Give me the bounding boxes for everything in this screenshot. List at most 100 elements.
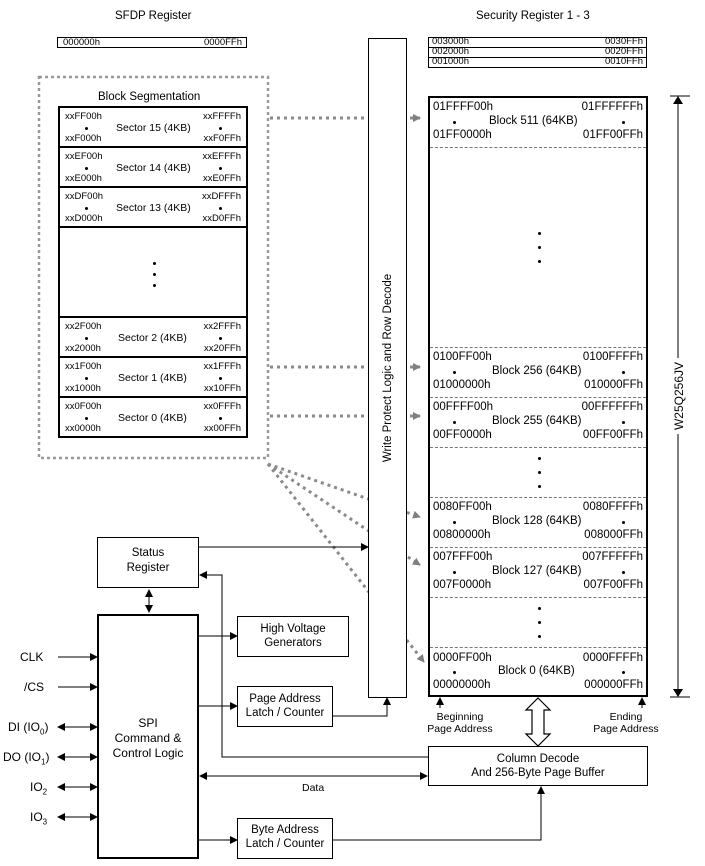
security-row: 001000h 0010FFh [429, 56, 646, 68]
hv-label-line1: High Voltage [260, 623, 326, 635]
dot [622, 421, 625, 424]
dot [219, 207, 222, 210]
sector-end-top: xxDFFFh [201, 191, 241, 202]
sfdp-start: 000000h [63, 37, 100, 48]
beginning-label-line2: Page Address [427, 723, 493, 735]
spi-label-line3: Control Logic [112, 746, 184, 760]
sector-name: Sector 15 (4KB) [116, 122, 191, 134]
sfdp-register: 000000h 0000FFh [57, 37, 247, 48]
status-label-line1: Status [131, 547, 165, 559]
dot [153, 262, 156, 265]
chip-label: W25Q256JV [672, 357, 686, 435]
dot [622, 571, 625, 574]
status-register: Status Register [97, 537, 199, 588]
pin-do-io1: DO (IO1) [3, 750, 49, 766]
dot [453, 571, 456, 574]
block-segmentation-title: Block Segmentation [98, 91, 201, 103]
block-end-top: 0100FFFFh [582, 351, 643, 363]
memory-buffer-double-arrow [524, 697, 552, 747]
dot [453, 121, 456, 124]
hv-label-line2: Generators [264, 637, 322, 649]
write-protect-label: Write Protect Logic and Row Decode [381, 273, 394, 463]
security-end: 0010FFh [604, 56, 643, 67]
sector-start-bottom: xx2000h [65, 343, 101, 354]
memory-array: 01FFFF00h 01FFFFFFh Block 511 (64KB) 01F… [428, 96, 648, 697]
block-end-top: 0000FFFFh [582, 652, 643, 664]
block-start-bottom: 00FF0000h [433, 429, 492, 441]
ending-label-line2: Page Address [593, 723, 659, 735]
sector-end-bottom: xxE0FFh [202, 173, 241, 184]
sector-start-bottom: xx0000h [65, 423, 101, 434]
dot [538, 246, 541, 249]
col-decode-label-line1: Column Decode [496, 753, 580, 765]
sector-end-top: xx1FFFh [203, 361, 241, 372]
sector-name: Sector 2 (4KB) [118, 332, 187, 344]
security-start: 003000h [432, 36, 469, 47]
block-gap [430, 598, 646, 648]
block-start-top: 0100FF00h [433, 351, 492, 363]
pin-name: DO (IO [3, 750, 41, 764]
sector-end-bottom: xx00FFh [204, 423, 241, 434]
ending-label-line1: Ending [609, 711, 643, 723]
sector-row: xx0F00h xx0FFFh Sector 0 (4KB) xx0000h x… [60, 398, 246, 438]
block-segmentation-outline [37, 75, 270, 460]
block-row: 00FFFF00h 00FFFFFFh Block 255 (64KB) 00F… [430, 398, 646, 448]
block-start-bottom: 01000000h [433, 379, 491, 391]
sector-row: xxDF00h xxDFFFh Sector 13 (4KB) xxD000h … [60, 188, 246, 228]
col-decode-label-line2: And 256-Byte Page Buffer [471, 767, 605, 779]
byte-address-latch: Byte Address Latch / Counter [237, 818, 333, 859]
sector-end-top: xx2FFFh [203, 321, 241, 332]
sector-row: xxEF00h xxEFFFh Sector 14 (4KB) xxE000h … [60, 148, 246, 188]
sector-row: xxFF00h xxFFFFh Sector 15 (4KB) xxF000h … [60, 108, 246, 148]
block-name: Block 128 (64KB) [492, 515, 582, 527]
block-end-top: 0080FFFFh [582, 501, 643, 513]
block-end-bottom: 010000FFh [584, 379, 643, 391]
pin-subscript: 0 [40, 727, 45, 737]
beginning-page-address: Beginning Page Address [420, 711, 500, 735]
sector-start-bottom: xxE000h [65, 173, 102, 184]
block-row: 0080FF00h 0080FFFFh Block 128 (64KB) 008… [430, 498, 646, 548]
dot [538, 621, 541, 624]
write-protect-logic: Write Protect Logic and Row Decode [368, 38, 407, 698]
security-start: 001000h [432, 56, 469, 67]
block-start-bottom: 00800000h [433, 529, 491, 541]
sector-start-bottom: xxF000h [65, 133, 102, 144]
block-name: Block 256 (64KB) [492, 365, 582, 377]
sector-name: Sector 0 (4KB) [118, 412, 187, 424]
dot [538, 471, 541, 474]
block-end-top: 007FFFFFh [582, 551, 643, 563]
byte-addr-label-line2: Latch / Counter [245, 838, 325, 850]
ending-page-address: Ending Page Address [586, 711, 666, 735]
pin-subscript: 2 [42, 787, 48, 797]
sector-end-top: xxEFFFh [202, 151, 241, 162]
block-name: Block 127 (64KB) [492, 565, 582, 577]
high-voltage-generators: High Voltage Generators [237, 616, 349, 657]
block-start-top: 0000FF00h [433, 652, 492, 664]
sector-end-top: xxFFFFh [203, 111, 241, 122]
block-gap [430, 148, 646, 348]
dot [453, 421, 456, 424]
spi-label-line1: SPI [138, 716, 158, 730]
block-start-top: 01FFFF00h [433, 101, 494, 113]
block-end-bottom: 000000FFh [584, 679, 643, 691]
security-row: 003000h 0030FFh [429, 36, 646, 48]
block-start-top: 007FFF00h [433, 551, 493, 563]
sfdp-title: SFDP Register [115, 10, 192, 22]
pin-name: CLK [20, 650, 44, 664]
dot [622, 121, 625, 124]
sector-gap [60, 228, 246, 318]
sector-end-bottom: xxD0FFh [202, 213, 241, 224]
pin-clk: CLK [20, 650, 43, 664]
dot [453, 371, 456, 374]
pin-io3: IO3 [30, 810, 47, 826]
dot [538, 485, 541, 488]
security-end: 0030FFh [604, 36, 643, 47]
dot [85, 337, 88, 340]
sector-end-bottom: xx10FFh [204, 383, 241, 394]
sector-row: xx2F00h xx2FFFh Sector 2 (4KB) xx2000h x… [60, 318, 246, 358]
dot [219, 167, 222, 170]
pin-name: /CS [24, 680, 45, 694]
byte-addr-label-line1: Byte Address [251, 824, 319, 836]
sector-start-top: xx1F00h [65, 361, 102, 372]
block-start-top: 00FFFF00h [433, 401, 494, 413]
